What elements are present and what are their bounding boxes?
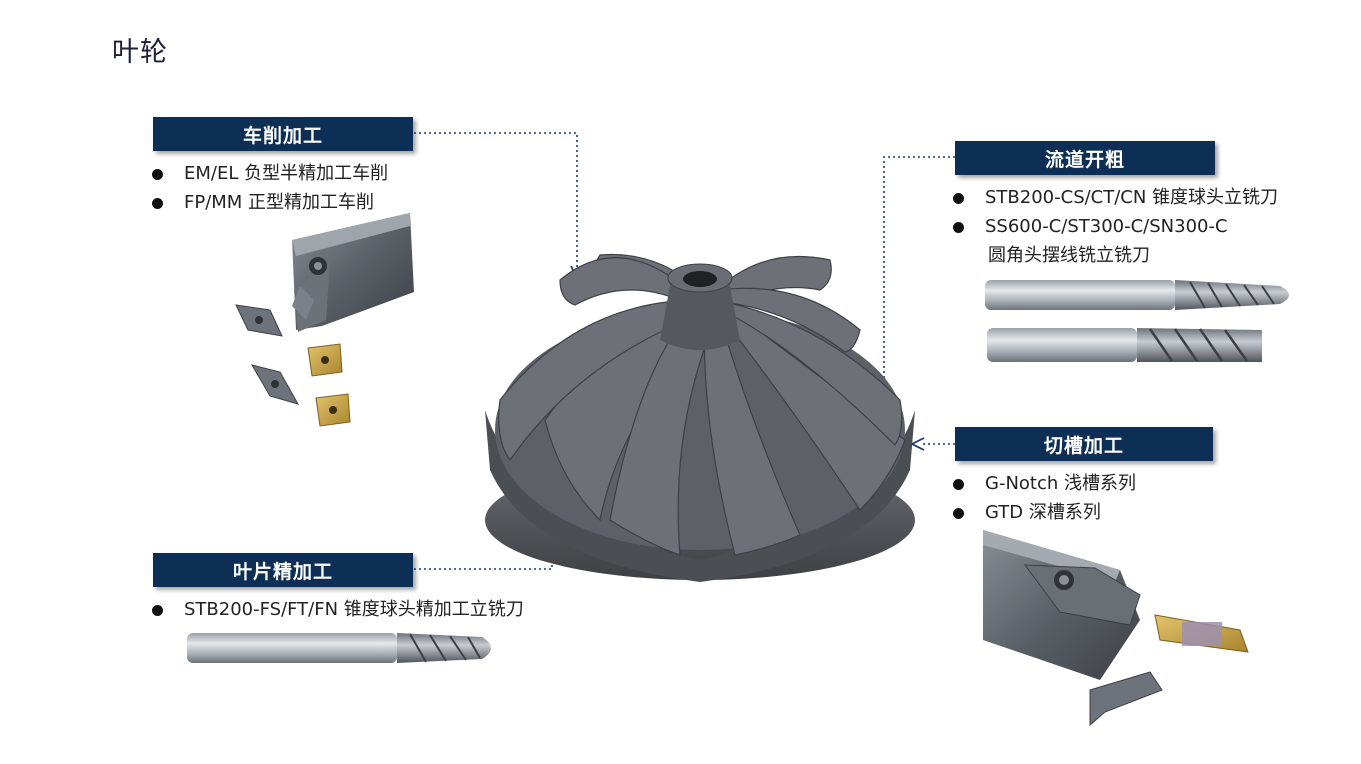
list-item: G-Notch 浅槽系列 <box>953 469 1136 498</box>
page-title: 叶轮 <box>112 37 168 68</box>
roughing-list-continuation: 圆角头摆线铣立铣刀 <box>988 245 1150 266</box>
grooving-list: G-Notch 浅槽系列 GTD 深槽系列 <box>953 469 1136 527</box>
impeller-image <box>485 253 915 582</box>
list-item: SS600-C/ST300-C/SN300-C <box>953 212 1278 241</box>
turning-tool-image <box>235 213 414 427</box>
bullet-icon <box>152 605 163 616</box>
connector-turning <box>414 132 578 268</box>
bullet-icon <box>953 508 964 519</box>
connector-roughing <box>883 156 955 402</box>
finishing-list: STB200-FS/FT/FN 锥度球头精加工立铣刀 <box>152 595 524 624</box>
connector-finishing <box>414 530 553 570</box>
arrow-icon <box>909 437 925 451</box>
list-item: GTD 深槽系列 <box>953 498 1136 527</box>
bullet-icon <box>953 479 964 490</box>
roughing-banner: 流道开粗 <box>955 141 1215 175</box>
end-mill-image <box>187 633 491 663</box>
roughing-list: STB200-CS/CT/CN 锥度球头立铣刀 SS600-C/ST300-C/… <box>953 183 1278 241</box>
bullet-icon <box>953 222 964 233</box>
finishing-banner: 叶片精加工 <box>153 553 413 587</box>
end-mill-image <box>985 280 1289 310</box>
list-item: FP/MM 正型精加工车削 <box>152 188 388 217</box>
list-item: STB200-FS/FT/FN 锥度球头精加工立铣刀 <box>152 595 524 624</box>
bullet-icon <box>152 198 163 209</box>
turning-list: EM/EL 负型半精加工车削 FP/MM 正型精加工车削 <box>152 159 388 217</box>
turning-banner: 车削加工 <box>153 117 413 151</box>
grooving-tool-image <box>983 530 1249 727</box>
list-item: EM/EL 负型半精加工车削 <box>152 159 388 188</box>
bullet-icon <box>953 193 964 204</box>
end-mill-image <box>987 328 1262 362</box>
grooving-banner: 切槽加工 <box>955 427 1213 461</box>
list-item: STB200-CS/CT/CN 锥度球头立铣刀 <box>953 183 1278 212</box>
bullet-icon <box>152 169 163 180</box>
